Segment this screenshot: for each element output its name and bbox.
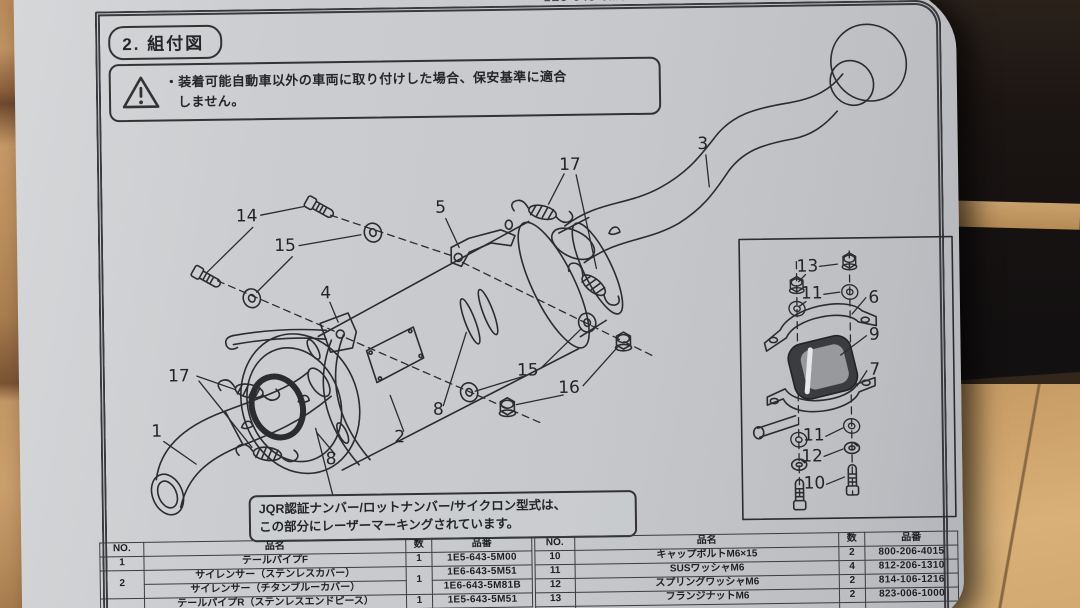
callout-label: 14 [236, 206, 258, 226]
table-cell [100, 598, 145, 608]
callout-label: 1 [151, 422, 162, 442]
callout-label: 12 [801, 446, 823, 466]
column-header: 数 [405, 538, 432, 553]
table-cell [839, 602, 866, 608]
callout-label: 4 [320, 283, 331, 303]
table-cell: 4 [839, 560, 866, 575]
table-cell: 812-206-1310 [865, 558, 959, 575]
hanger-bracket-drawing [450, 219, 516, 268]
callout-label: 10 [803, 473, 825, 493]
callout-label: 3 [697, 134, 708, 154]
table-cell: 13 [535, 592, 576, 607]
assembly-axes [216, 214, 854, 503]
callout-label: 8 [433, 400, 444, 420]
table-cell: 1 [405, 552, 433, 567]
callout-label: 17 [168, 366, 190, 386]
table-cell: 1E6-643-5M51 [432, 564, 533, 581]
callout-label: 2 [394, 427, 405, 447]
table-cell: 2 [839, 574, 866, 589]
callout-label: 9 [869, 325, 880, 345]
table-cell: 1E6-643-5M81B [432, 578, 533, 595]
column-header: 数 [838, 532, 865, 547]
wood-shelf-strip [943, 200, 1080, 230]
sheet-content: 1E5-643-5M81B 2. 組付図 ・装着可能自動車以外の車両に取り付けし… [14, 0, 965, 608]
table-cell: 1 [99, 556, 145, 571]
column-header: 品番 [864, 530, 958, 547]
table-cell: 12 [535, 578, 576, 593]
warning-triangle-icon [122, 76, 160, 109]
laser-marking-note: JQR認証ナンバー/ロットナンバー/サイクロン型式は、 この部分にレーザーマーキ… [248, 489, 638, 543]
callout-label: 8 [326, 449, 337, 469]
table-cell: 1 [406, 594, 433, 608]
mount-bracket-inset [738, 235, 957, 521]
table-cell: 1E5-643-5M51 [432, 592, 533, 608]
callout-label: 11 [803, 425, 825, 445]
callout-label: 15 [274, 236, 296, 256]
note-line2: この部分にレーザーマーキングされています。 [258, 516, 520, 535]
table-cell: 11 [535, 564, 576, 579]
callout-label: 5 [435, 198, 446, 218]
column-header: NO. [99, 542, 144, 557]
table-cell: 823-006-1000 [865, 586, 959, 603]
table-cell: 10 [534, 550, 576, 565]
table-cell: 1 [406, 566, 433, 595]
callout-label: 16 [558, 378, 580, 398]
callout-label: 15 [517, 360, 539, 380]
callout-label: 13 [796, 256, 818, 276]
band-clamp-drawing [224, 312, 358, 354]
leader-lines [163, 154, 868, 495]
table-cell [865, 600, 959, 608]
callout-label: 11 [801, 283, 823, 303]
table-cell: 2 [100, 570, 145, 599]
column-header: 品番 [431, 536, 532, 553]
table-cell: 2 [838, 546, 866, 561]
callout-label: 7 [869, 360, 880, 380]
table-cell: 1E5-643-5M00 [431, 550, 533, 567]
table-cell: 2 [839, 588, 866, 603]
callout-label: 6 [868, 288, 879, 308]
warning-box: ・装着可能自動車以外の車両に取り付けした場合、保安基準に適合 しません。 [108, 56, 662, 123]
callout-label: 17 [559, 155, 581, 175]
column-header: NO. [534, 536, 575, 551]
table-cell: 800-206-4015 [864, 544, 959, 561]
table-cell: 814-106-1216 [865, 572, 959, 589]
instruction-sheet: 1E5-643-5M81B 2. 組付図 ・装着可能自動車以外の車両に取り付けし… [13, 0, 965, 608]
tail-pipe-r-drawing [550, 23, 908, 264]
